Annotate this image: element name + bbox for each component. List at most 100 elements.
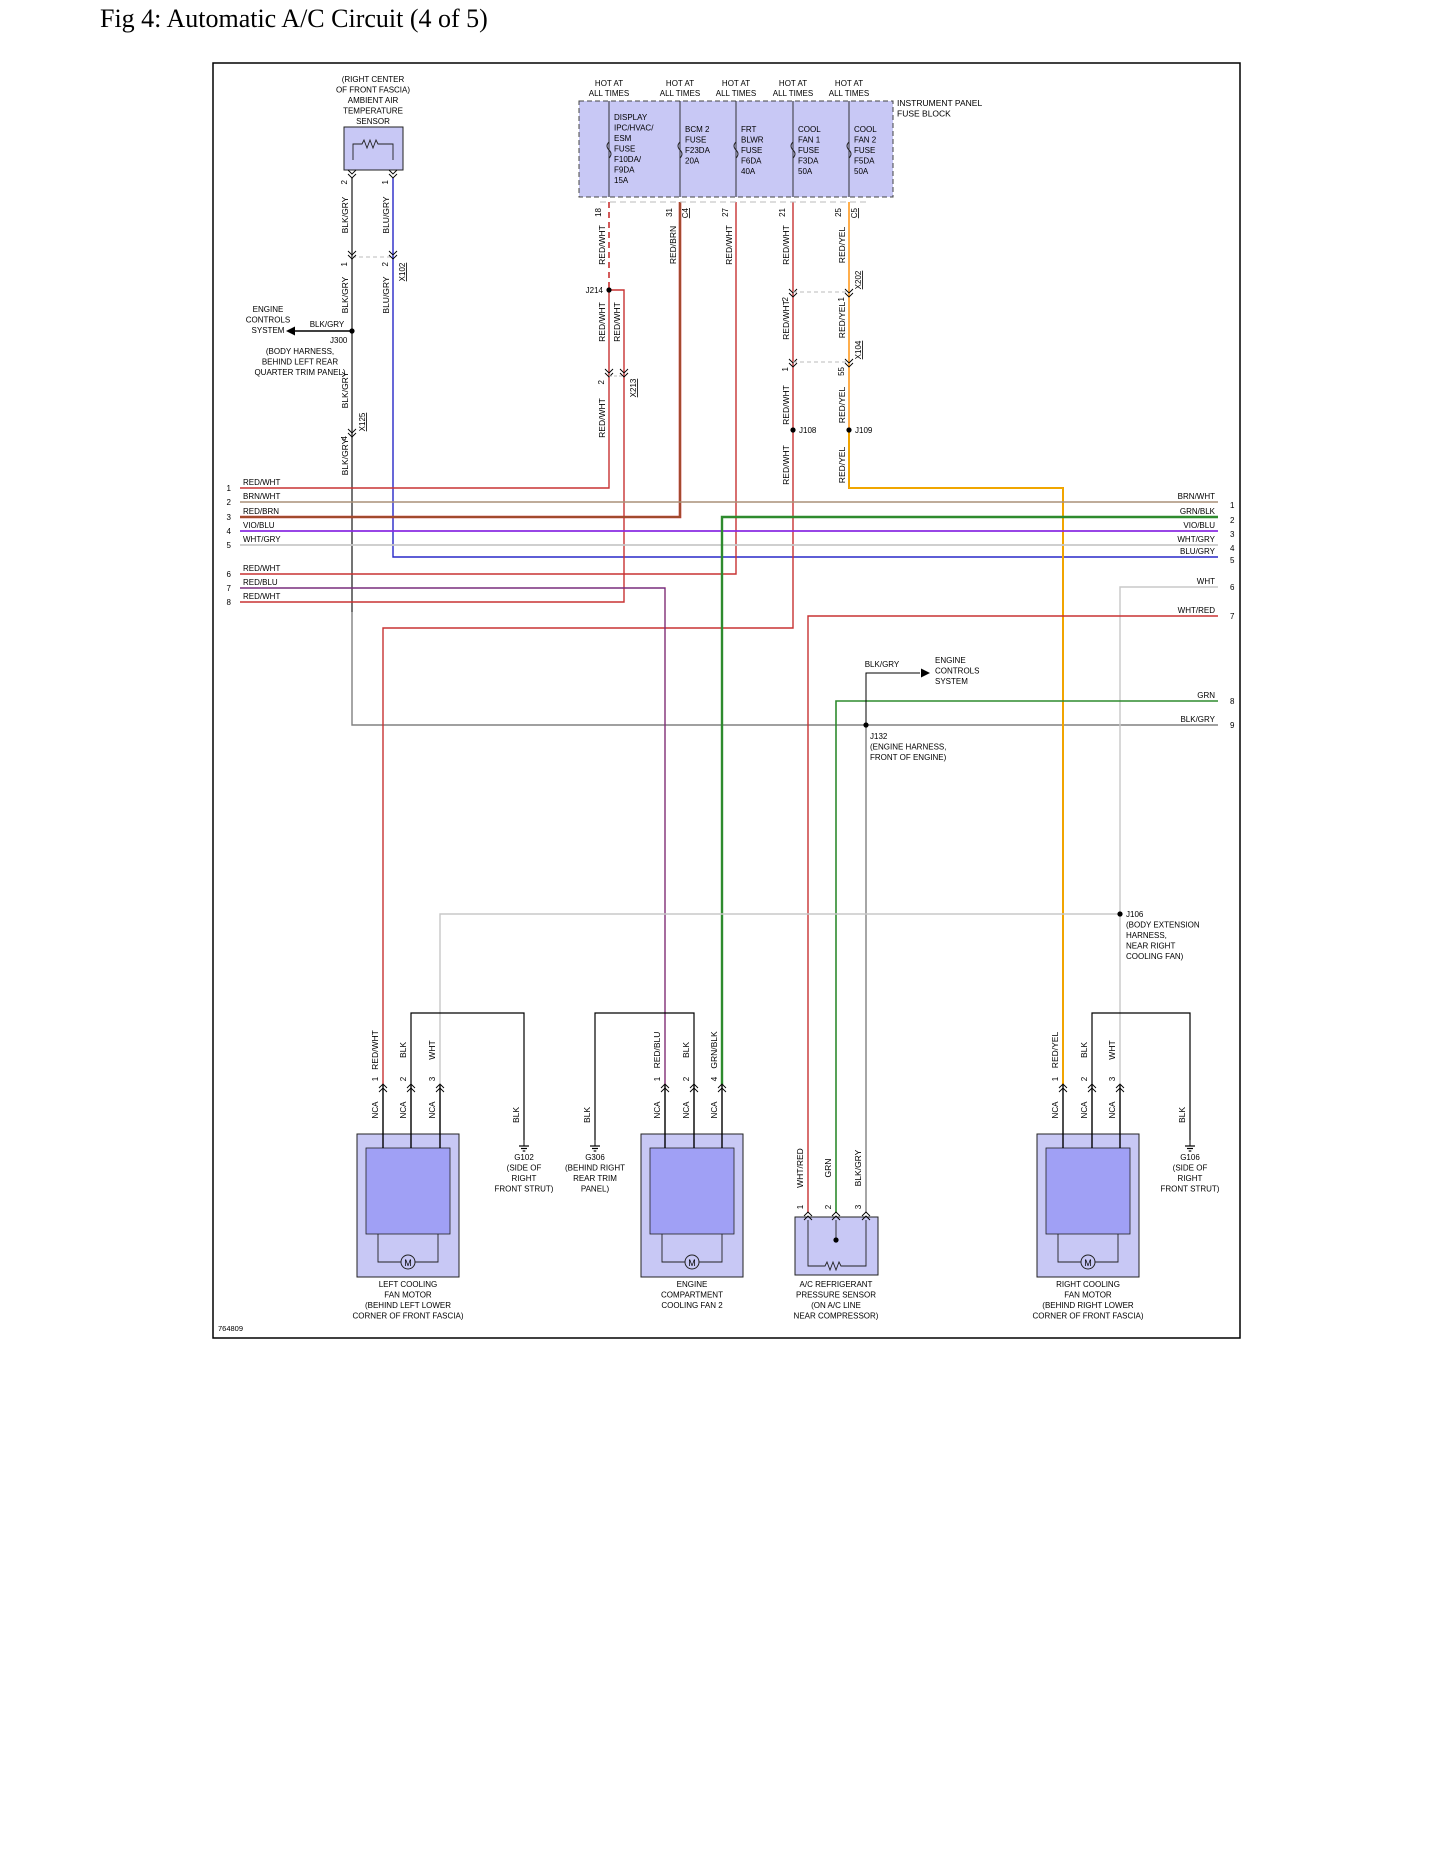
fuse-name: 40A — [741, 167, 756, 176]
pin-number: 1 — [653, 1076, 662, 1081]
wire-label-vertical: RED/WHT — [597, 225, 607, 265]
motor-symbol: M — [1084, 1258, 1092, 1268]
connector-chevron — [660, 1087, 670, 1093]
fuse-name: F10DA/ — [614, 155, 642, 164]
pin-number: 4 — [340, 435, 349, 440]
bus-number: 7 — [1230, 612, 1235, 621]
pin-number: 1 — [796, 1204, 805, 1209]
wire-label-vertical: RED/YEL — [837, 447, 847, 484]
wire-label-vertical: BLK/GRY — [853, 1149, 863, 1186]
splice-label: J214 — [586, 286, 604, 295]
wire-red-wht-left-fan — [382, 430, 794, 1085]
splice-label: J108 — [799, 426, 817, 435]
hot-at-all-times-label: ALL TIMES — [716, 89, 756, 98]
wire-label: BLK/GRY — [310, 320, 345, 329]
wire-blu-gry — [392, 178, 1218, 558]
splice-j300 — [349, 328, 355, 334]
connector-chevron — [861, 1211, 871, 1217]
wire-label-vertical: RED/YEL — [1050, 1032, 1060, 1069]
pin-number: 1 — [837, 296, 846, 301]
wire-label-vertical: BLK — [398, 1042, 408, 1058]
bus-number: 4 — [1230, 544, 1235, 553]
hot-at-all-times-label: ALL TIMES — [660, 89, 700, 98]
fuse-pin: 27 — [721, 207, 730, 216]
splice-label: FRONT OF ENGINE) — [870, 753, 947, 762]
wire-label-vertical: RED/YEL — [837, 302, 847, 339]
ambient-sensor-label: SENSOR — [356, 117, 390, 126]
wire-grn-blk — [720, 515, 1218, 1085]
connector-chevron — [378, 1083, 388, 1089]
connector-chevron — [1087, 1083, 1097, 1089]
hot-at-all-times-label: HOT AT — [666, 79, 694, 88]
connector-chevron — [347, 173, 357, 179]
ground-label: (BEHIND RIGHT — [565, 1164, 625, 1173]
page-title: Fig 4: Automatic A/C Circuit (4 of 5) — [100, 4, 488, 33]
wire-label-vertical: WHT — [1107, 1040, 1117, 1059]
fuse-name: FUSE — [854, 146, 875, 155]
wire-label-vertical: RED/BLU — [652, 1032, 662, 1069]
wire-label: VIO/BLU — [243, 521, 275, 530]
wire-red-wht-bus8 — [240, 289, 625, 603]
wire-label: GRN — [1197, 691, 1215, 700]
splice-label: NEAR RIGHT — [1126, 942, 1175, 951]
wire-label-vertical: RED/WHT — [781, 225, 791, 265]
connector-chevron — [1115, 1083, 1125, 1089]
ground-label: (SIDE OF — [507, 1164, 542, 1173]
fuse-name: F5DA — [854, 157, 875, 166]
fuse-pin: 21 — [778, 207, 787, 216]
wire-blk-ground — [594, 1012, 695, 1140]
fuse-block-label: FUSE BLOCK — [897, 109, 951, 119]
ground-label: RIGHT — [512, 1174, 537, 1183]
pin-number: 3 — [854, 1204, 863, 1209]
wire-label-vertical: BLK — [582, 1107, 592, 1123]
pin-number: 3 — [428, 1076, 437, 1081]
ground-label: G106 — [1180, 1153, 1200, 1162]
pin-number: 3 — [1108, 1076, 1117, 1081]
fuse-pin: 31 — [665, 207, 674, 216]
wire-red-wht-bus1 — [240, 290, 610, 489]
fuse-block-label: INSTRUMENT PANEL — [897, 98, 982, 108]
pressure-sensor-label: A/C REFRIGERANT — [800, 1280, 873, 1289]
wire-label: BLK/GRY — [865, 660, 900, 669]
splice-label: BEHIND LEFT REAR — [262, 358, 339, 367]
sensor-element-icon — [807, 1220, 867, 1272]
connector-chevron — [388, 254, 398, 260]
fuse-symbol — [677, 141, 683, 159]
connector-chevron — [406, 1087, 416, 1093]
ambient-sensor-label: TEMPERATURE — [343, 107, 403, 116]
bus-number: 3 — [227, 513, 232, 522]
connector-chevron — [347, 428, 357, 434]
connector-chevron — [844, 292, 854, 298]
splice-label: (BODY EXTENSION — [1126, 921, 1200, 930]
fuse-name: ESM — [614, 134, 632, 143]
nca-label: NCA — [1080, 1101, 1089, 1119]
ground-label: PANEL) — [581, 1185, 610, 1194]
engine-controls-label: ENGINE — [935, 656, 966, 665]
left-cooling-fan-motor-housing — [365, 1147, 451, 1235]
fuse-pin: 18 — [594, 207, 603, 216]
bus-number: 8 — [1230, 697, 1235, 706]
splice-j106 — [1117, 911, 1123, 917]
fuse-name: 20A — [685, 157, 700, 166]
connector-chevron — [347, 169, 357, 175]
connector-chevron — [604, 372, 614, 378]
ground-label: G102 — [514, 1153, 534, 1162]
diagram-frame — [212, 62, 1241, 1339]
connector-chevron — [831, 1215, 841, 1221]
motor-icon — [400, 1254, 416, 1270]
ground-label: FRONT STRUT) — [495, 1185, 554, 1194]
wire-label-vertical: RED/YEL — [837, 387, 847, 424]
connector-chevron — [660, 1083, 670, 1089]
connector-chevron — [347, 432, 357, 438]
splice-label: J132 — [870, 732, 888, 741]
pressure-sensor-label: PRESSURE SENSOR — [796, 1291, 876, 1300]
connector-chevron — [619, 372, 629, 378]
nca-label: NCA — [428, 1101, 437, 1119]
ambient-sensor-label: (RIGHT CENTER — [342, 75, 405, 84]
connector-chevron — [388, 250, 398, 256]
fuse-name: COOL — [854, 125, 877, 134]
wire-label-vertical: WHT/RED — [795, 1148, 805, 1188]
wire-label-vertical: RED/WHT — [597, 398, 607, 438]
fuse-name: F3DA — [798, 157, 819, 166]
